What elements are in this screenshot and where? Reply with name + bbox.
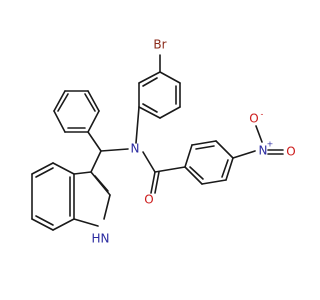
- nitro-oxygen-right-label: O: [286, 145, 295, 159]
- bromine-label: Br: [153, 38, 166, 52]
- carbonyl-oxygen-label: O: [144, 193, 153, 207]
- amide-nitrogen-label: N: [131, 142, 140, 156]
- molecule-canvas: Br N O N + O - O H N: [31, 38, 296, 246]
- nitro-nitrogen-label: N: [259, 144, 268, 158]
- n-carbonyl-bond: [142, 151, 156, 173]
- structure-diagram: Br N O N + O - O H N: [31, 38, 296, 246]
- ch-indole-bond: [90, 150, 102, 173]
- nitrophenyl-ring: [184, 140, 234, 185]
- indole-benzene-ring: [31, 162, 75, 231]
- ch-phenyl-bond: [87, 131, 102, 152]
- nitro-o-bond-top: [255, 125, 263, 143]
- nitro-oxygen-top-label: O: [249, 112, 258, 126]
- bromophenyl-ring: [138, 71, 181, 119]
- carbonyl-bond-b: [154, 171, 160, 194]
- aryl-nitro-bond: [232, 150, 256, 159]
- phenyl-ring: [53, 90, 100, 133]
- indole-nh-hydrogen-label: H: [91, 232, 100, 246]
- nitro-plus-charge: +: [267, 140, 274, 149]
- nitro-minus-charge: -: [261, 110, 264, 119]
- indole-pyrrole-ring: [73, 171, 111, 227]
- carbonyl-aryl-bond: [154, 166, 186, 173]
- indole-nh-nitrogen-label: N: [101, 232, 110, 246]
- carbonyl-bond-a: [150, 171, 156, 194]
- aryl-n-bond: [135, 106, 140, 144]
- n-ch-bond: [100, 148, 129, 152]
